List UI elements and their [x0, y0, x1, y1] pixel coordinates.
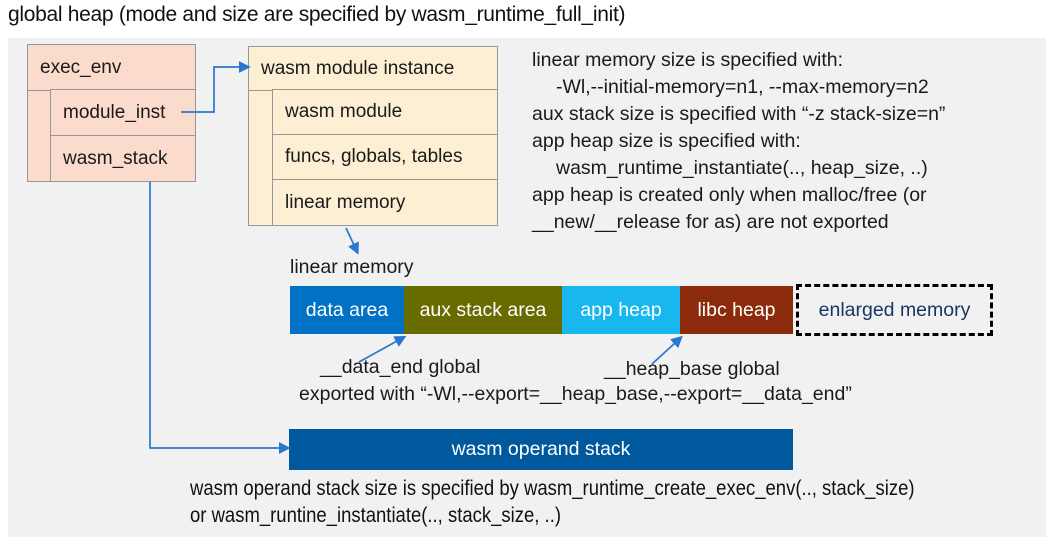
exec-env-header: exec_env — [28, 45, 195, 91]
segment-libc-heap: libc heap — [680, 286, 793, 334]
note-line: __new/__release for as) are not exported — [532, 211, 889, 233]
linear-memory-box: linear memory — [272, 179, 498, 226]
operand-stack-bar: wasm operand stack — [289, 429, 793, 470]
segment-enlarged-memory: enlarged memory — [796, 284, 993, 336]
note-line: app heap size is specified with: — [532, 130, 801, 152]
segment-app-heap: app heap — [562, 286, 680, 334]
annotation-heap-base: __heap_base global — [604, 358, 780, 380]
wasm-module-box: wasm module — [272, 89, 498, 135]
module-inst-box: module_inst — [50, 89, 196, 136]
note-line: wasm_runtime_instantiate(.., heap_size, … — [556, 157, 928, 179]
note-line: app heap is created only when malloc/fre… — [532, 184, 927, 206]
note-line: or wasm_runtine_instantiate(.., stack_si… — [190, 503, 561, 527]
note-line: -Wl,--initial-memory=n1, --max-memory=n2 — [556, 76, 929, 98]
annotation-exported: exported with “-Wl,--export=__heap_base,… — [299, 383, 852, 405]
segment-aux-stack-area: aux stack area — [404, 286, 562, 334]
page-title: global heap (mode and size are specified… — [8, 3, 626, 26]
linear-memory-label: linear memory — [290, 256, 414, 278]
annotation-data-end: __data_end global — [320, 356, 481, 378]
notes-right: linear memory size is specified with: -W… — [532, 47, 945, 236]
segment-data-area: data area — [290, 286, 404, 334]
note-line: wasm operand stack size is specified by … — [190, 476, 915, 500]
wasm-stack-box: wasm_stack — [50, 135, 196, 182]
note-line: linear memory size is specified with: — [532, 49, 844, 71]
funcs-globals-tables-box: funcs, globals, tables — [272, 134, 498, 180]
note-line: aux stack size is specified with “-z sta… — [532, 103, 946, 125]
notes-bottom: wasm operand stack size is specified by … — [190, 475, 915, 529]
module-instance-header: wasm module instance — [249, 47, 497, 91]
